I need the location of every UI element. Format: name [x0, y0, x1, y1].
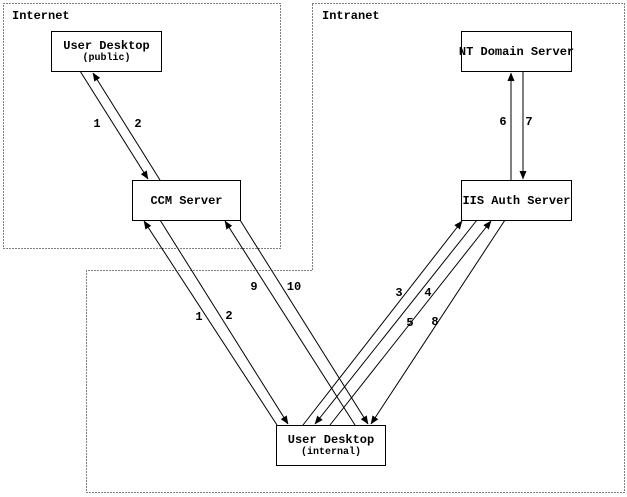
intranet-zone-outline	[86, 3, 625, 493]
edge-label-1-internal: 1	[195, 310, 203, 324]
edge-label-1-public: 1	[93, 117, 101, 131]
node-title: IIS Auth Server	[462, 193, 571, 208]
node-title: User Desktop	[287, 433, 375, 447]
edge-line-8	[370, 219, 506, 425]
edge-line-1-internal	[143, 220, 278, 426]
node-user-desktop-internal: User Desktop (internal)	[276, 425, 386, 466]
node-subtitle: (public)	[82, 53, 131, 64]
node-nt-domain-server: NT Domain Server	[458, 31, 575, 72]
edge-label-7: 7	[525, 115, 533, 129]
edge-line-2-internal	[159, 219, 289, 425]
edge-line-2-public	[92, 72, 161, 181]
edge-line-1-public	[79, 70, 149, 180]
node-title: User Desktop	[63, 39, 150, 53]
edge-label-8: 8	[431, 315, 439, 329]
edge-label-2-public: 2	[134, 117, 142, 131]
node-user-desktop-public: User Desktop (public)	[51, 31, 162, 72]
node-iis-auth-server: IIS Auth Server	[461, 180, 572, 221]
edge-label-10: 10	[286, 280, 302, 294]
edge-line-9	[224, 220, 356, 426]
node-ccm-server: CCM Server	[132, 180, 241, 221]
edge-line-3	[302, 220, 463, 426]
edge-label-4: 4	[424, 286, 432, 300]
edge-line-5	[329, 220, 492, 426]
node-subtitle: (internal)	[300, 447, 361, 458]
edge-label-5: 5	[406, 316, 414, 330]
node-title: CCM Server	[150, 193, 223, 208]
edge-label-6: 6	[499, 115, 507, 129]
edge-line-10	[239, 219, 369, 425]
intranet-zone-label: Intranet	[322, 9, 380, 23]
edge-label-9: 9	[250, 280, 258, 294]
node-title: NT Domain Server	[458, 44, 575, 59]
internet-zone-label: Internet	[12, 9, 70, 23]
internet-zone-outline	[3, 3, 281, 249]
edge-line-4	[314, 219, 478, 425]
edge-label-2-internal: 2	[225, 309, 233, 323]
edge-label-3: 3	[395, 286, 403, 300]
